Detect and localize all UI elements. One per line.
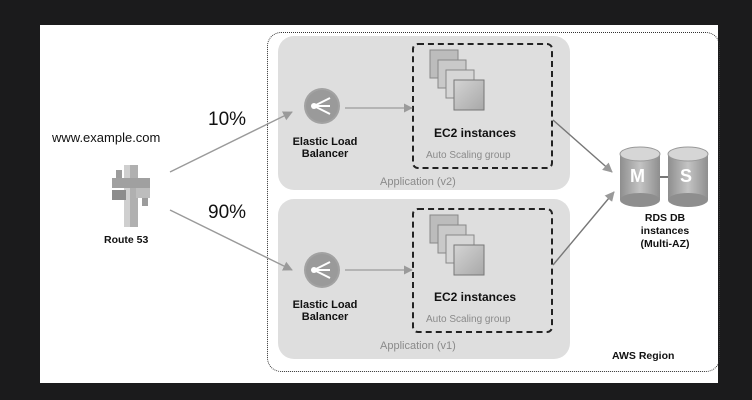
ec2-instances-icon-v1 <box>429 214 485 276</box>
weight-bottom: 90% <box>208 202 247 223</box>
lb-v2-label-line1: Elastic Load <box>292 136 358 148</box>
application-v2-name: Application (v2) <box>380 176 456 188</box>
lb-v2-label-line2: Balancer <box>301 148 349 160</box>
load-balancer-icon-v1 <box>304 252 340 288</box>
weight-top: 10% <box>208 109 247 130</box>
lb-v1-label-line2: Balancer <box>301 311 349 323</box>
asg-v1-label: Auto Scaling group <box>426 314 511 325</box>
arrow-route53-to-v1 <box>169 209 293 271</box>
load-balancer-icon-v2 <box>304 88 340 124</box>
arrow-route53-to-v2 <box>169 111 293 173</box>
route53-url: www.example.com <box>52 130 161 145</box>
arrow-ec2-v2-to-rds <box>552 119 613 173</box>
rds-database-icon <box>619 146 709 207</box>
application-v1-name: Application (v1) <box>380 340 456 352</box>
route53-label: Route 53 <box>104 234 149 246</box>
rds-label: RDS DB instances (Multi-AZ) <box>630 212 700 251</box>
arrow-ec2-v1-to-rds <box>552 191 615 266</box>
rds-master-letter: M <box>630 166 645 186</box>
auto-scaling-group-v1 <box>412 208 553 333</box>
rds-standby-letter: S <box>680 166 693 186</box>
lb-v2-label: Elastic Load Balancer <box>285 136 365 160</box>
rds-label-line1: RDS DB <box>644 212 686 224</box>
rds-label-line2: instances <box>640 225 690 237</box>
lb-v1-label-line1: Elastic Load <box>292 299 358 311</box>
ec2-v2-label: EC2 instances <box>434 126 517 140</box>
asg-v2-label: Auto Scaling group <box>426 150 511 161</box>
route53-icon <box>112 165 150 227</box>
aws-region-label: AWS Region <box>612 350 675 362</box>
ec2-instances-icon-v2 <box>429 49 485 111</box>
auto-scaling-group-v2 <box>412 43 553 169</box>
lb-v1-label: Elastic Load Balancer <box>285 299 365 323</box>
rds-label-line3: (Multi-AZ) <box>640 238 690 250</box>
ec2-v1-label: EC2 instances <box>434 290 517 304</box>
aws-region-boundary <box>267 32 720 372</box>
